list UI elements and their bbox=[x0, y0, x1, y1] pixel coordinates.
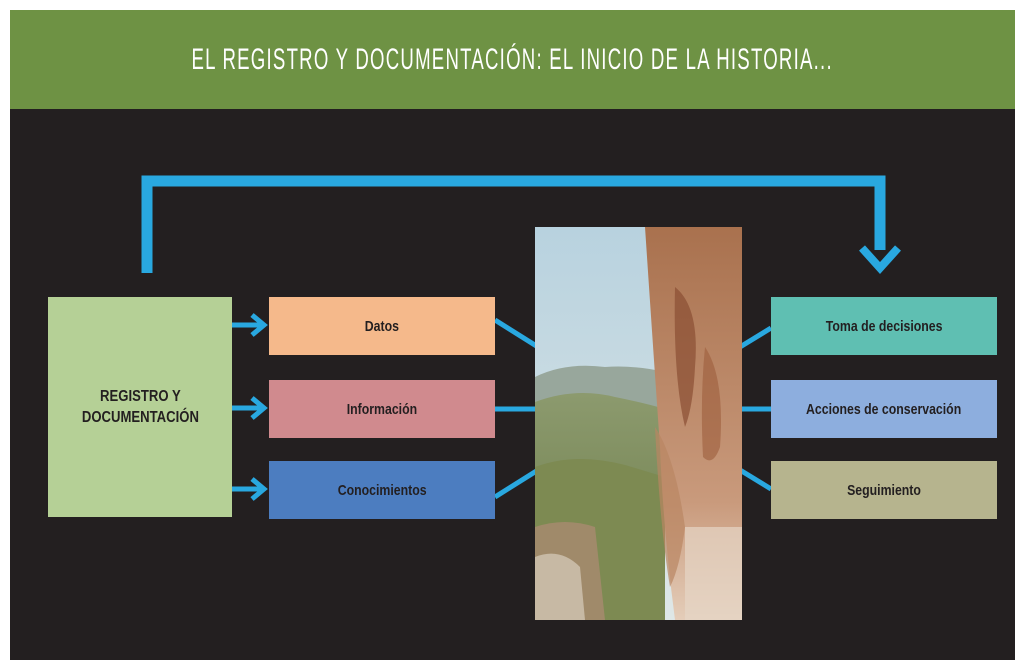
toma-de-decisiones-label: Toma de decisiones bbox=[825, 317, 943, 335]
arrow-to-datos bbox=[232, 313, 268, 337]
acciones-de-conservacion-box: Acciones de conservación bbox=[771, 380, 997, 438]
feedback-loop-line bbox=[141, 175, 886, 273]
page-title: EL REGISTRO Y DOCUMENTACIÓN: EL INICIO D… bbox=[191, 42, 834, 76]
conocimientos-box: Conocimientos bbox=[269, 461, 495, 519]
acciones-de-conservacion-label: Acciones de conservación bbox=[806, 400, 962, 418]
registro-documentacion-box: REGISTRO Y DOCUMENTACIÓN bbox=[48, 297, 232, 517]
feedback-loop-arrowhead bbox=[859, 245, 901, 274]
landscape-rock-photo bbox=[535, 227, 742, 620]
title-banner: EL REGISTRO Y DOCUMENTACIÓN: EL INICIO D… bbox=[10, 10, 1015, 109]
arrow-to-informacion bbox=[232, 396, 268, 420]
seguimiento-box: Seguimiento bbox=[771, 461, 997, 519]
line-photo-toma bbox=[738, 325, 773, 350]
datos-label: Datos bbox=[364, 317, 400, 335]
registro-documentacion-label: REGISTRO Y DOCUMENTACIÓN bbox=[81, 388, 199, 426]
arrow-to-conocimientos bbox=[232, 477, 268, 501]
datos-box: Datos bbox=[269, 297, 495, 355]
informacion-label: Información bbox=[346, 400, 418, 418]
informacion-box: Información bbox=[269, 380, 495, 438]
line-conocimientos-photo bbox=[493, 467, 540, 500]
photo-illustration bbox=[535, 227, 742, 620]
line-datos-photo bbox=[493, 317, 540, 350]
conocimientos-label: Conocimientos bbox=[337, 481, 427, 499]
seguimiento-label: Seguimiento bbox=[847, 481, 921, 499]
line-photo-seguimiento bbox=[738, 467, 773, 492]
toma-de-decisiones-box: Toma de decisiones bbox=[771, 297, 997, 355]
